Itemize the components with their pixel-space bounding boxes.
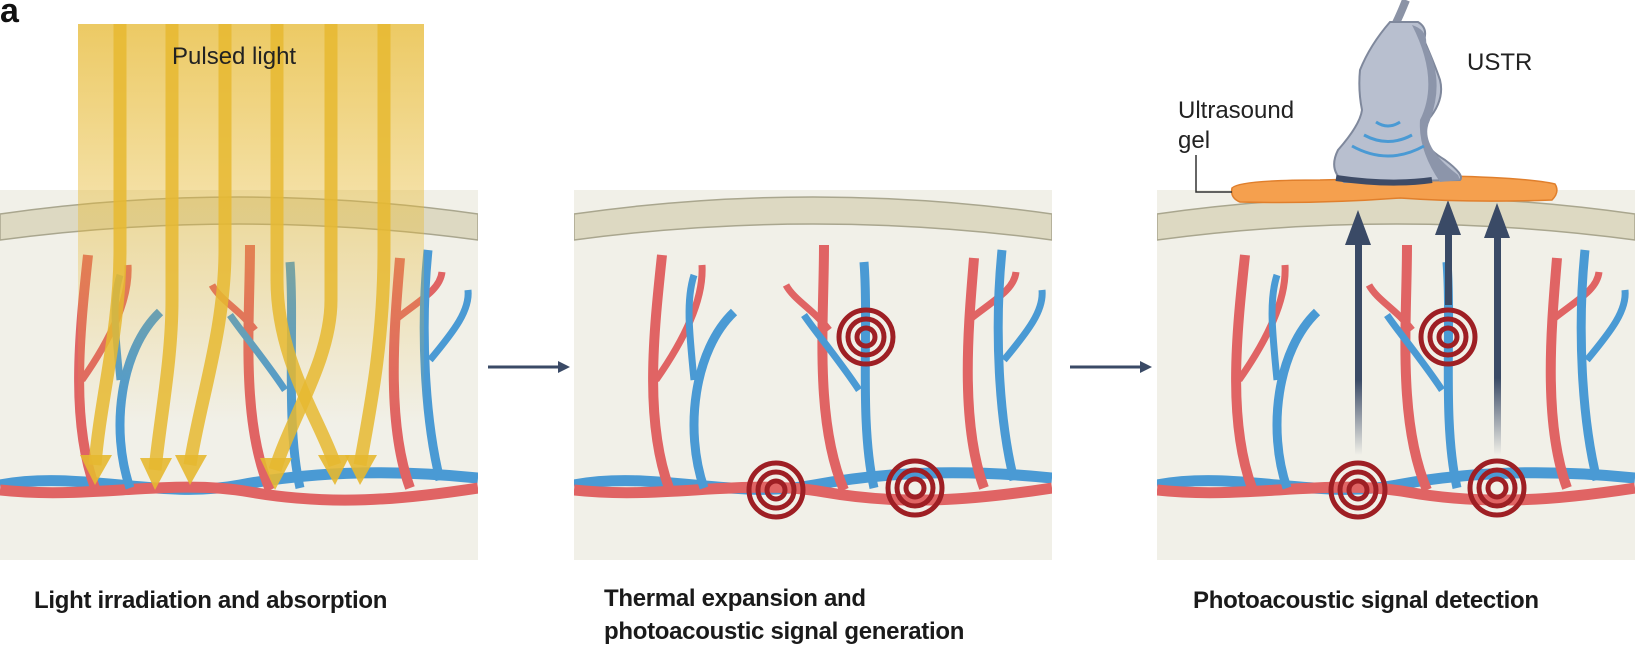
gel-leader-line [1195, 155, 1232, 193]
panel-irradiation [0, 24, 478, 560]
caption-irradiation: Light irradiation and absorption [34, 587, 388, 614]
step-arrow-1 [488, 361, 570, 373]
gel-label-line1: Ultrasound [1178, 97, 1295, 124]
ultrasound-transducer [1333, 0, 1462, 186]
step-arrow-2 [1070, 361, 1152, 373]
pulsed-light-label: Pulsed light [172, 43, 297, 70]
transducer-label: USTR [1467, 49, 1533, 76]
signal-arrows [1345, 200, 1510, 455]
caption-expansion-line1: Thermal expansion and [604, 585, 866, 612]
gel-label-line2: gel [1178, 127, 1211, 154]
pulsed-light-beam [78, 24, 424, 424]
caption-detection: Photoacoustic signal detection [1193, 587, 1539, 614]
tissue-block [1157, 190, 1635, 560]
panel-letter: a [0, 0, 19, 30]
light-arrowheads [80, 455, 377, 490]
tissue-block [574, 190, 1052, 560]
light-rays [88, 24, 391, 472]
panel-detection [1157, 0, 1635, 560]
caption-expansion-line2: photoacoustic signal generation [604, 618, 965, 645]
panel-expansion [574, 190, 1052, 560]
